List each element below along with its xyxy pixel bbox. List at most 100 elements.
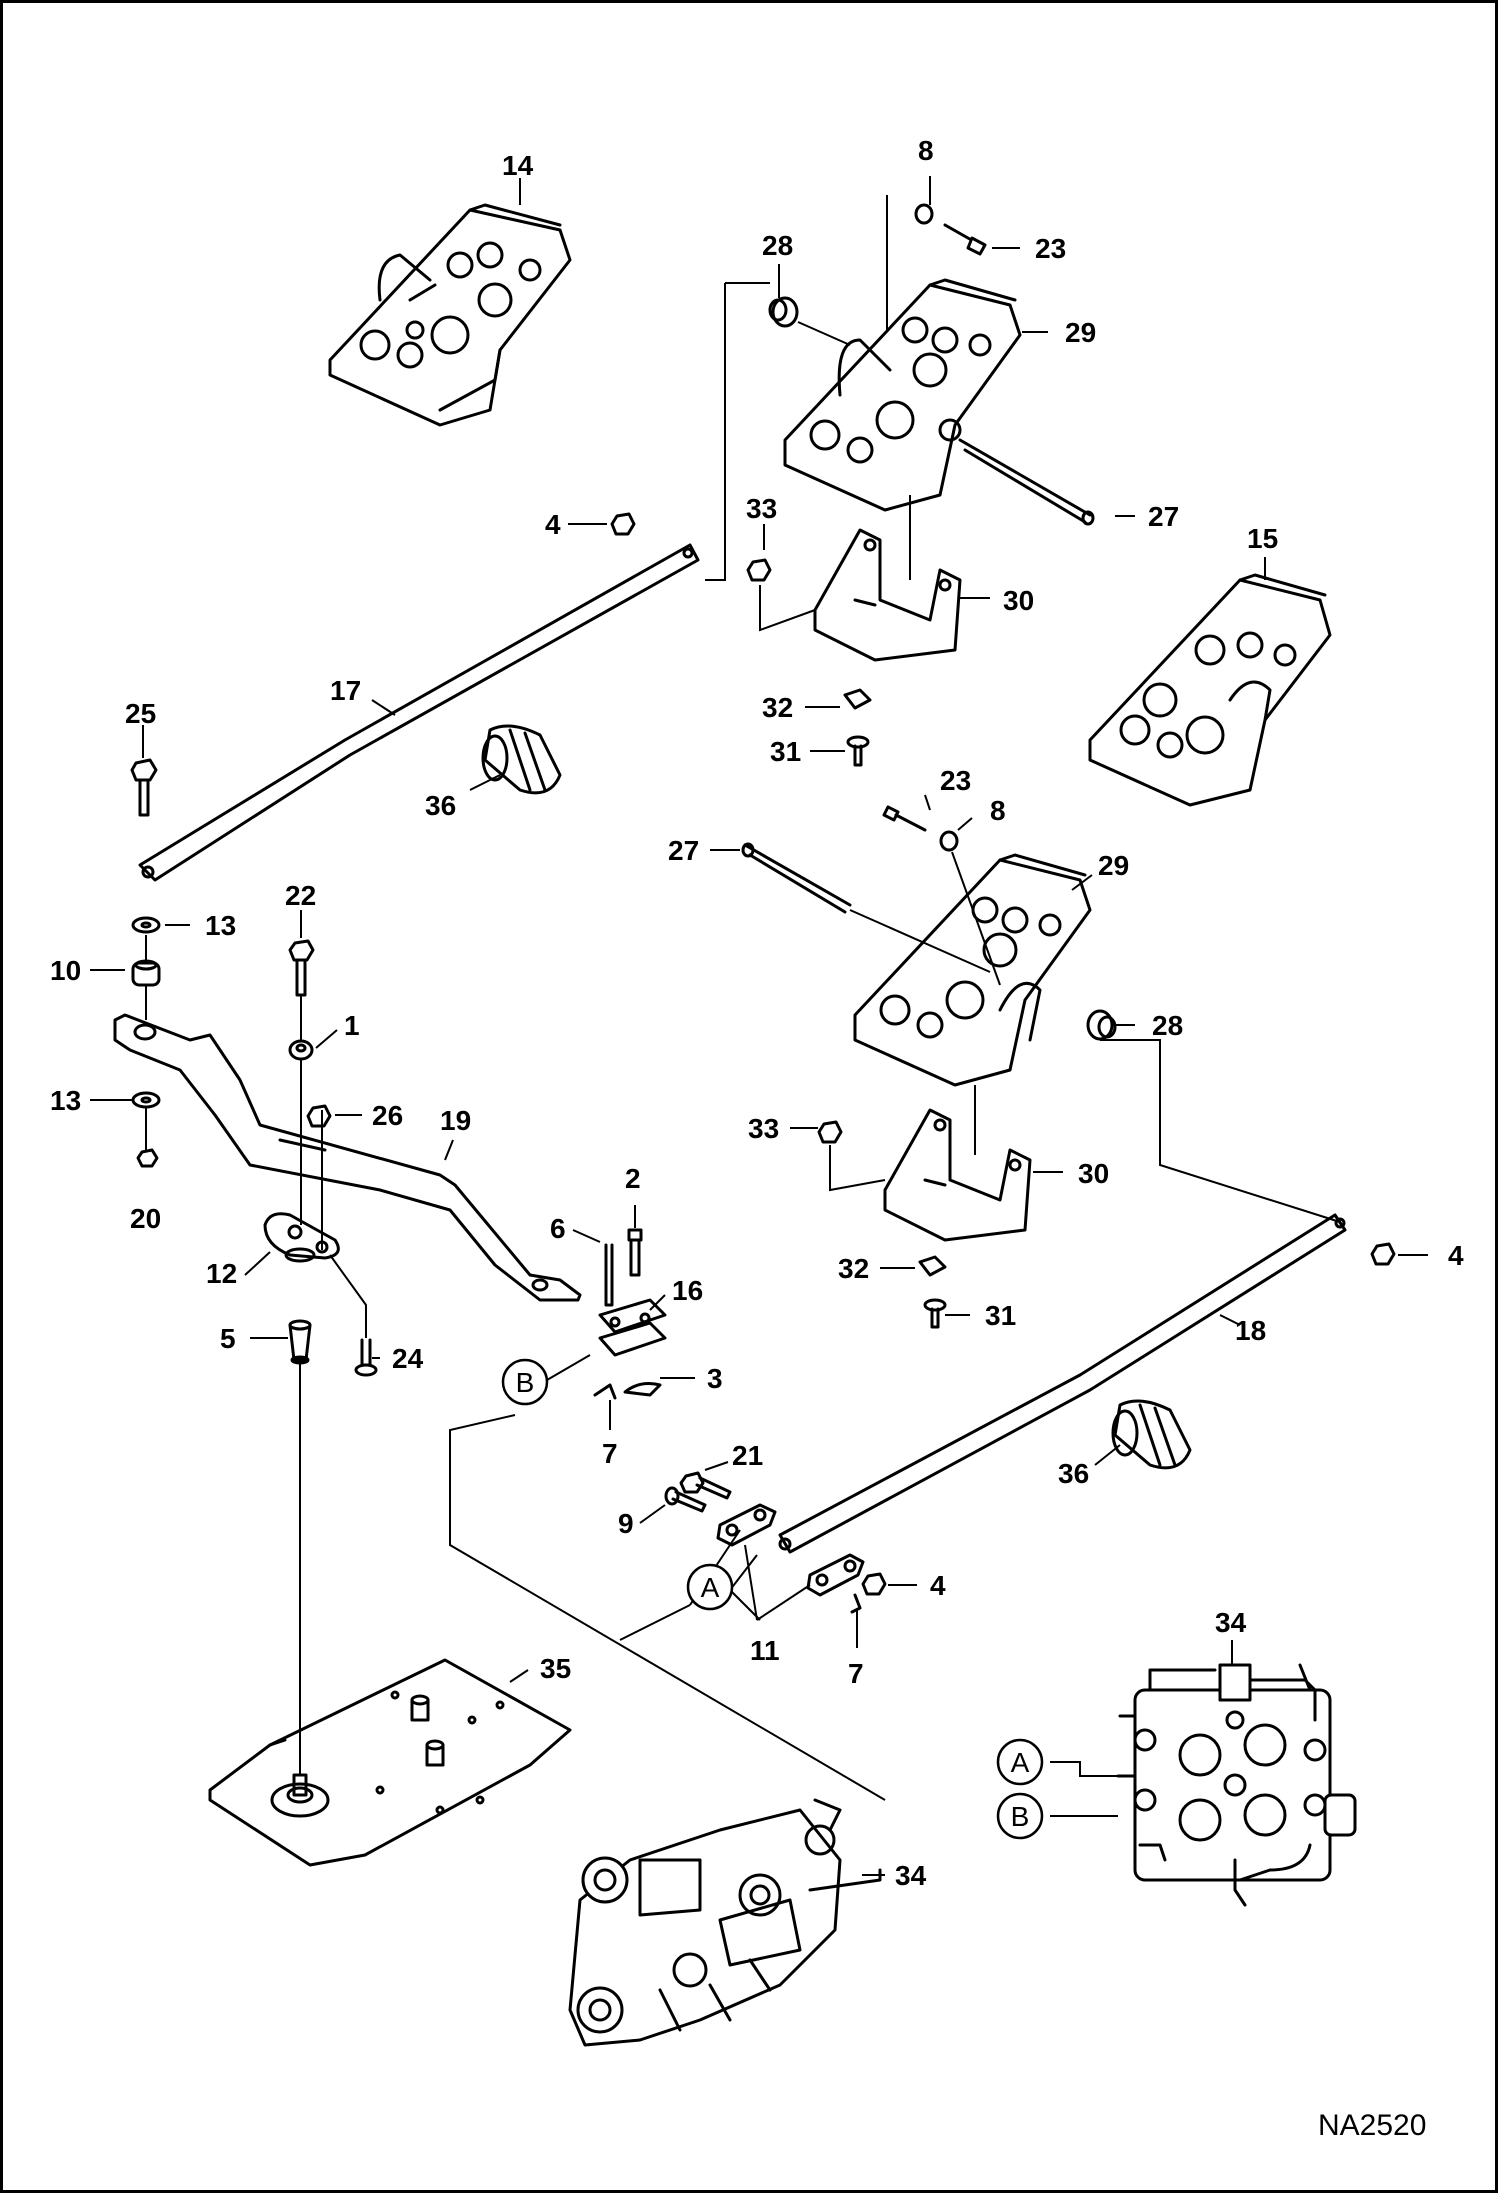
bolt-6 xyxy=(604,1243,614,1307)
bolt-2 xyxy=(627,1228,643,1277)
clip-7-upper xyxy=(593,1383,617,1400)
label-17: 17 xyxy=(330,675,361,706)
label-21: 21 xyxy=(732,1440,763,1471)
bolt-25 xyxy=(130,758,158,817)
bolt-31-lower xyxy=(923,1298,947,1329)
label-36-lower: 36 xyxy=(1058,1458,1089,1489)
bolt-23-lower xyxy=(882,805,927,832)
washer-8-lower xyxy=(939,830,959,852)
label-19: 19 xyxy=(440,1105,471,1136)
nut-20 xyxy=(136,1148,159,1168)
svg-text:B: B xyxy=(1011,1801,1030,1832)
nut-33-lower xyxy=(817,1120,843,1144)
bolt-31-upper xyxy=(846,735,870,767)
bolt-22 xyxy=(288,939,315,997)
label-11: 11 xyxy=(750,1635,780,1666)
label-31-upper: 31 xyxy=(770,736,801,767)
label-35: 35 xyxy=(540,1653,571,1684)
bracket-30-upper xyxy=(813,528,962,662)
arm-19 xyxy=(113,1013,582,1302)
washer-32-lower xyxy=(918,1255,947,1277)
label-29-lower: 29 xyxy=(1098,850,1129,881)
washer-13-lower xyxy=(131,1091,161,1109)
nut-4-upper xyxy=(610,512,636,536)
bracket-30-lower xyxy=(883,1108,1032,1242)
label-34-right: 34 xyxy=(1215,1607,1247,1638)
rod-27-upper xyxy=(958,438,1095,526)
link-11-lower xyxy=(806,1553,865,1597)
clip-3 xyxy=(623,1382,662,1397)
label-28-upper: 28 xyxy=(762,230,793,261)
bracket-16 xyxy=(598,1298,667,1357)
label-33-lower: 33 xyxy=(748,1113,779,1144)
boot-36-lower xyxy=(1111,1399,1192,1470)
label-8-lower: 8 xyxy=(990,795,1006,826)
label-32-lower: 32 xyxy=(838,1253,869,1284)
label-25: 25 xyxy=(125,698,156,729)
control-valve-34-lower xyxy=(568,1798,882,2047)
callout-a-right: A xyxy=(996,1738,1044,1786)
label-7-lower: 7 xyxy=(848,1658,864,1689)
label-36-upper: 36 xyxy=(425,790,456,821)
control-valve-34-right xyxy=(1116,1663,1357,1907)
label-22: 22 xyxy=(285,880,316,911)
pedal-29-lower xyxy=(853,853,1092,1087)
nut-33-upper xyxy=(746,558,772,582)
label-24: 24 xyxy=(392,1343,424,1374)
boot-36-upper xyxy=(481,724,562,795)
pivot-5 xyxy=(288,1319,312,1365)
label-18: 18 xyxy=(1235,1315,1266,1346)
label-1: 1 xyxy=(344,1010,360,1041)
rod-27-lower xyxy=(741,842,852,914)
label-31-lower: 31 xyxy=(985,1300,1016,1331)
label-3: 3 xyxy=(707,1363,723,1394)
nut-4-lower xyxy=(861,1572,887,1596)
rod-18 xyxy=(778,1213,1347,1554)
label-30-upper: 30 xyxy=(1003,585,1034,616)
label-15: 15 xyxy=(1247,523,1278,554)
washer-1 xyxy=(288,1039,314,1061)
rod-17 xyxy=(138,543,700,882)
label-27-upper: 27 xyxy=(1148,501,1179,532)
label-10: 10 xyxy=(50,955,81,986)
callout-a-left: A xyxy=(686,1563,734,1611)
label-12: 12 xyxy=(206,1258,237,1289)
bolt-21 xyxy=(679,1471,732,1500)
label-4-right: 4 xyxy=(1448,1240,1464,1271)
label-5: 5 xyxy=(220,1323,236,1354)
callout-b-left: B xyxy=(501,1358,549,1406)
label-13-upper: 13 xyxy=(205,910,236,941)
label-7-upper: 7 xyxy=(602,1438,618,1469)
spacer-10 xyxy=(131,959,161,987)
label-32-upper: 32 xyxy=(762,692,793,723)
label-26: 26 xyxy=(372,1100,403,1131)
nut-26 xyxy=(306,1104,332,1128)
bushing-28-upper xyxy=(768,296,799,328)
label-29-upper: 29 xyxy=(1065,317,1096,348)
label-4-upper: 4 xyxy=(545,509,561,540)
part-number-labels: 14 8 23 28 29 27 4 33 30 15 32 31 17 36 … xyxy=(50,135,1464,1891)
label-34-lower: 34 xyxy=(895,1860,927,1891)
pin-9 xyxy=(664,1486,707,1513)
pedal-14 xyxy=(328,203,572,427)
label-33-upper: 33 xyxy=(746,493,777,524)
label-30-lower: 30 xyxy=(1078,1158,1109,1189)
link-11-upper xyxy=(716,1503,777,1547)
washer-13-upper xyxy=(131,916,161,934)
label-23-upper: 23 xyxy=(1035,233,1066,264)
floor-plate-35 xyxy=(208,1658,572,1867)
label-9: 9 xyxy=(618,1508,634,1539)
label-27-lower: 27 xyxy=(668,835,699,866)
label-20: 20 xyxy=(130,1203,161,1234)
drawing-id: NA2520 xyxy=(1318,2109,1426,2142)
bolt-23-upper xyxy=(943,223,987,256)
label-13-lower: 13 xyxy=(50,1085,81,1116)
label-6: 6 xyxy=(550,1213,566,1244)
label-4-lower: 4 xyxy=(930,1570,946,1601)
label-14: 14 xyxy=(502,150,534,181)
svg-text:A: A xyxy=(701,1572,720,1603)
clip-7-lower xyxy=(850,1593,862,1614)
